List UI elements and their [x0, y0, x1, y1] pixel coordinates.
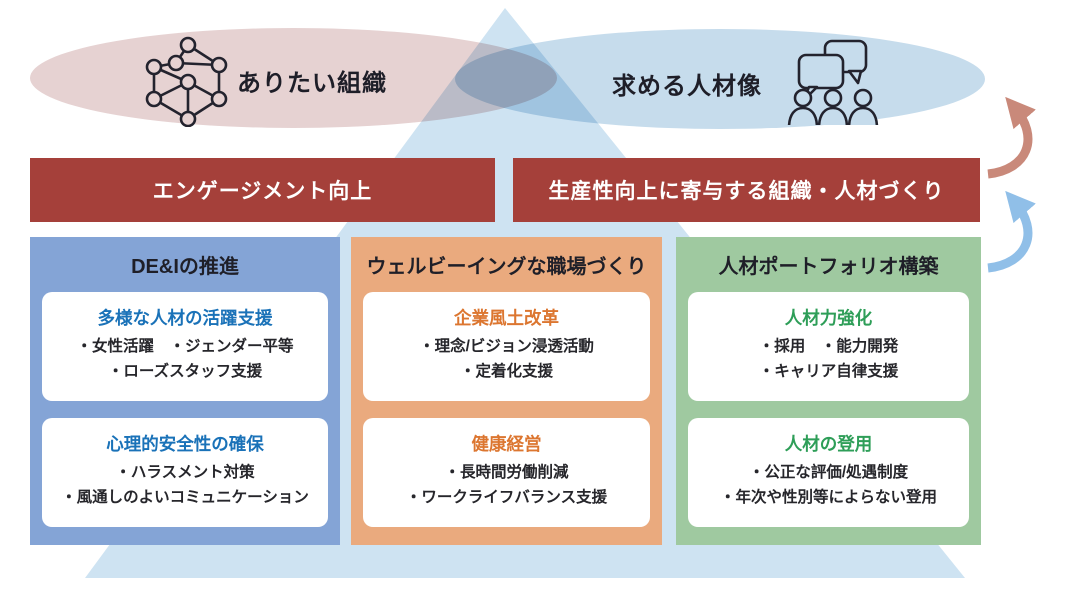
card-title: 心理的安全性の確保 — [106, 434, 264, 454]
card-psychological-safety: 心理的安全性の確保 ・ハラスメント対策 ・風通しのよいコミュニケーション — [42, 418, 328, 527]
banner-engagement: エンゲージメント向上 — [30, 158, 495, 222]
card-item: ・女性活躍 ・ジェンダー平等 — [76, 338, 294, 355]
card-title: 人材の登用 — [784, 434, 873, 454]
card-title: 健康経営 — [471, 434, 542, 454]
network-icon — [141, 35, 234, 132]
column-talent-portfolio: 人材ポートフォリオ構築 人材力強化 ・採用 ・能力開発 ・キャリア自律支援 人材… — [676, 237, 981, 545]
card-item: ・年次や性別等によらない登用 — [719, 488, 937, 506]
column-dei-title: DE&Iの推進 — [131, 256, 239, 278]
desired-talent-ellipse — [455, 29, 985, 129]
card-item: ・理念/ビジョン浸透活動 — [419, 338, 594, 355]
column-dei: DE&Iの推進 多様な人材の活躍支援 ・女性活躍 ・ジェンダー平等 ・ローズスタ… — [30, 237, 340, 545]
card-item: ・公正な評価/処遇制度 — [748, 464, 909, 481]
card-item: ・定着化支援 — [459, 362, 553, 380]
card-talent-appointment: 人材の登用 ・公正な評価/処遇制度 ・年次や性別等によらない登用 — [688, 418, 969, 527]
banner-productivity: 生産性向上に寄与する組織・人材づくり — [513, 158, 980, 222]
desired-organization-label: ありたい組織 — [237, 70, 387, 97]
card-item: ・キャリア自律支援 — [758, 362, 899, 380]
card-item: ・ハラスメント対策 — [115, 464, 255, 481]
feedback-arrow-up-blue — [987, 190, 1036, 273]
card-culture-reform: 企業風土改革 ・理念/ビジョン浸透活動 ・定着化支援 — [363, 292, 650, 401]
card-item: ・風通しのよいコミュニケーション — [61, 488, 309, 506]
feedback-arrow-up-salmon — [987, 96, 1036, 179]
card-item: ・ワークライフバランス支援 — [405, 488, 608, 506]
card-health-management: 健康経営 ・長時間労働削減 ・ワークライフバランス支援 — [363, 418, 650, 527]
column-talent-portfolio-title: 人材ポートフォリオ構築 — [718, 256, 939, 278]
card-talent-strengthening: 人材力強化 ・採用 ・能力開発 ・キャリア自律支援 — [688, 292, 969, 401]
card-title: 多様な人材の活躍支援 — [97, 308, 273, 328]
column-wellbeing-title: ウェルビーイングな職場づくり — [366, 256, 647, 278]
card-title: 人材力強化 — [784, 308, 873, 328]
card-item: ・ローズスタッフ支援 — [107, 362, 263, 380]
card-item: ・長時間労働削減 — [444, 464, 569, 481]
card-item: ・採用 ・能力開発 — [758, 338, 899, 355]
people-chat-icon — [787, 35, 880, 130]
card-diverse-talent: 多様な人材の活躍支援 ・女性活躍 ・ジェンダー平等 ・ローズスタッフ支援 — [42, 292, 328, 401]
card-title: 企業風土改革 — [454, 308, 559, 328]
column-wellbeing: ウェルビーイングな職場づくり 企業風土改革 ・理念/ビジョン浸透活動 ・定着化支… — [351, 237, 662, 545]
desired-talent-label: 求める人材像 — [612, 73, 762, 100]
